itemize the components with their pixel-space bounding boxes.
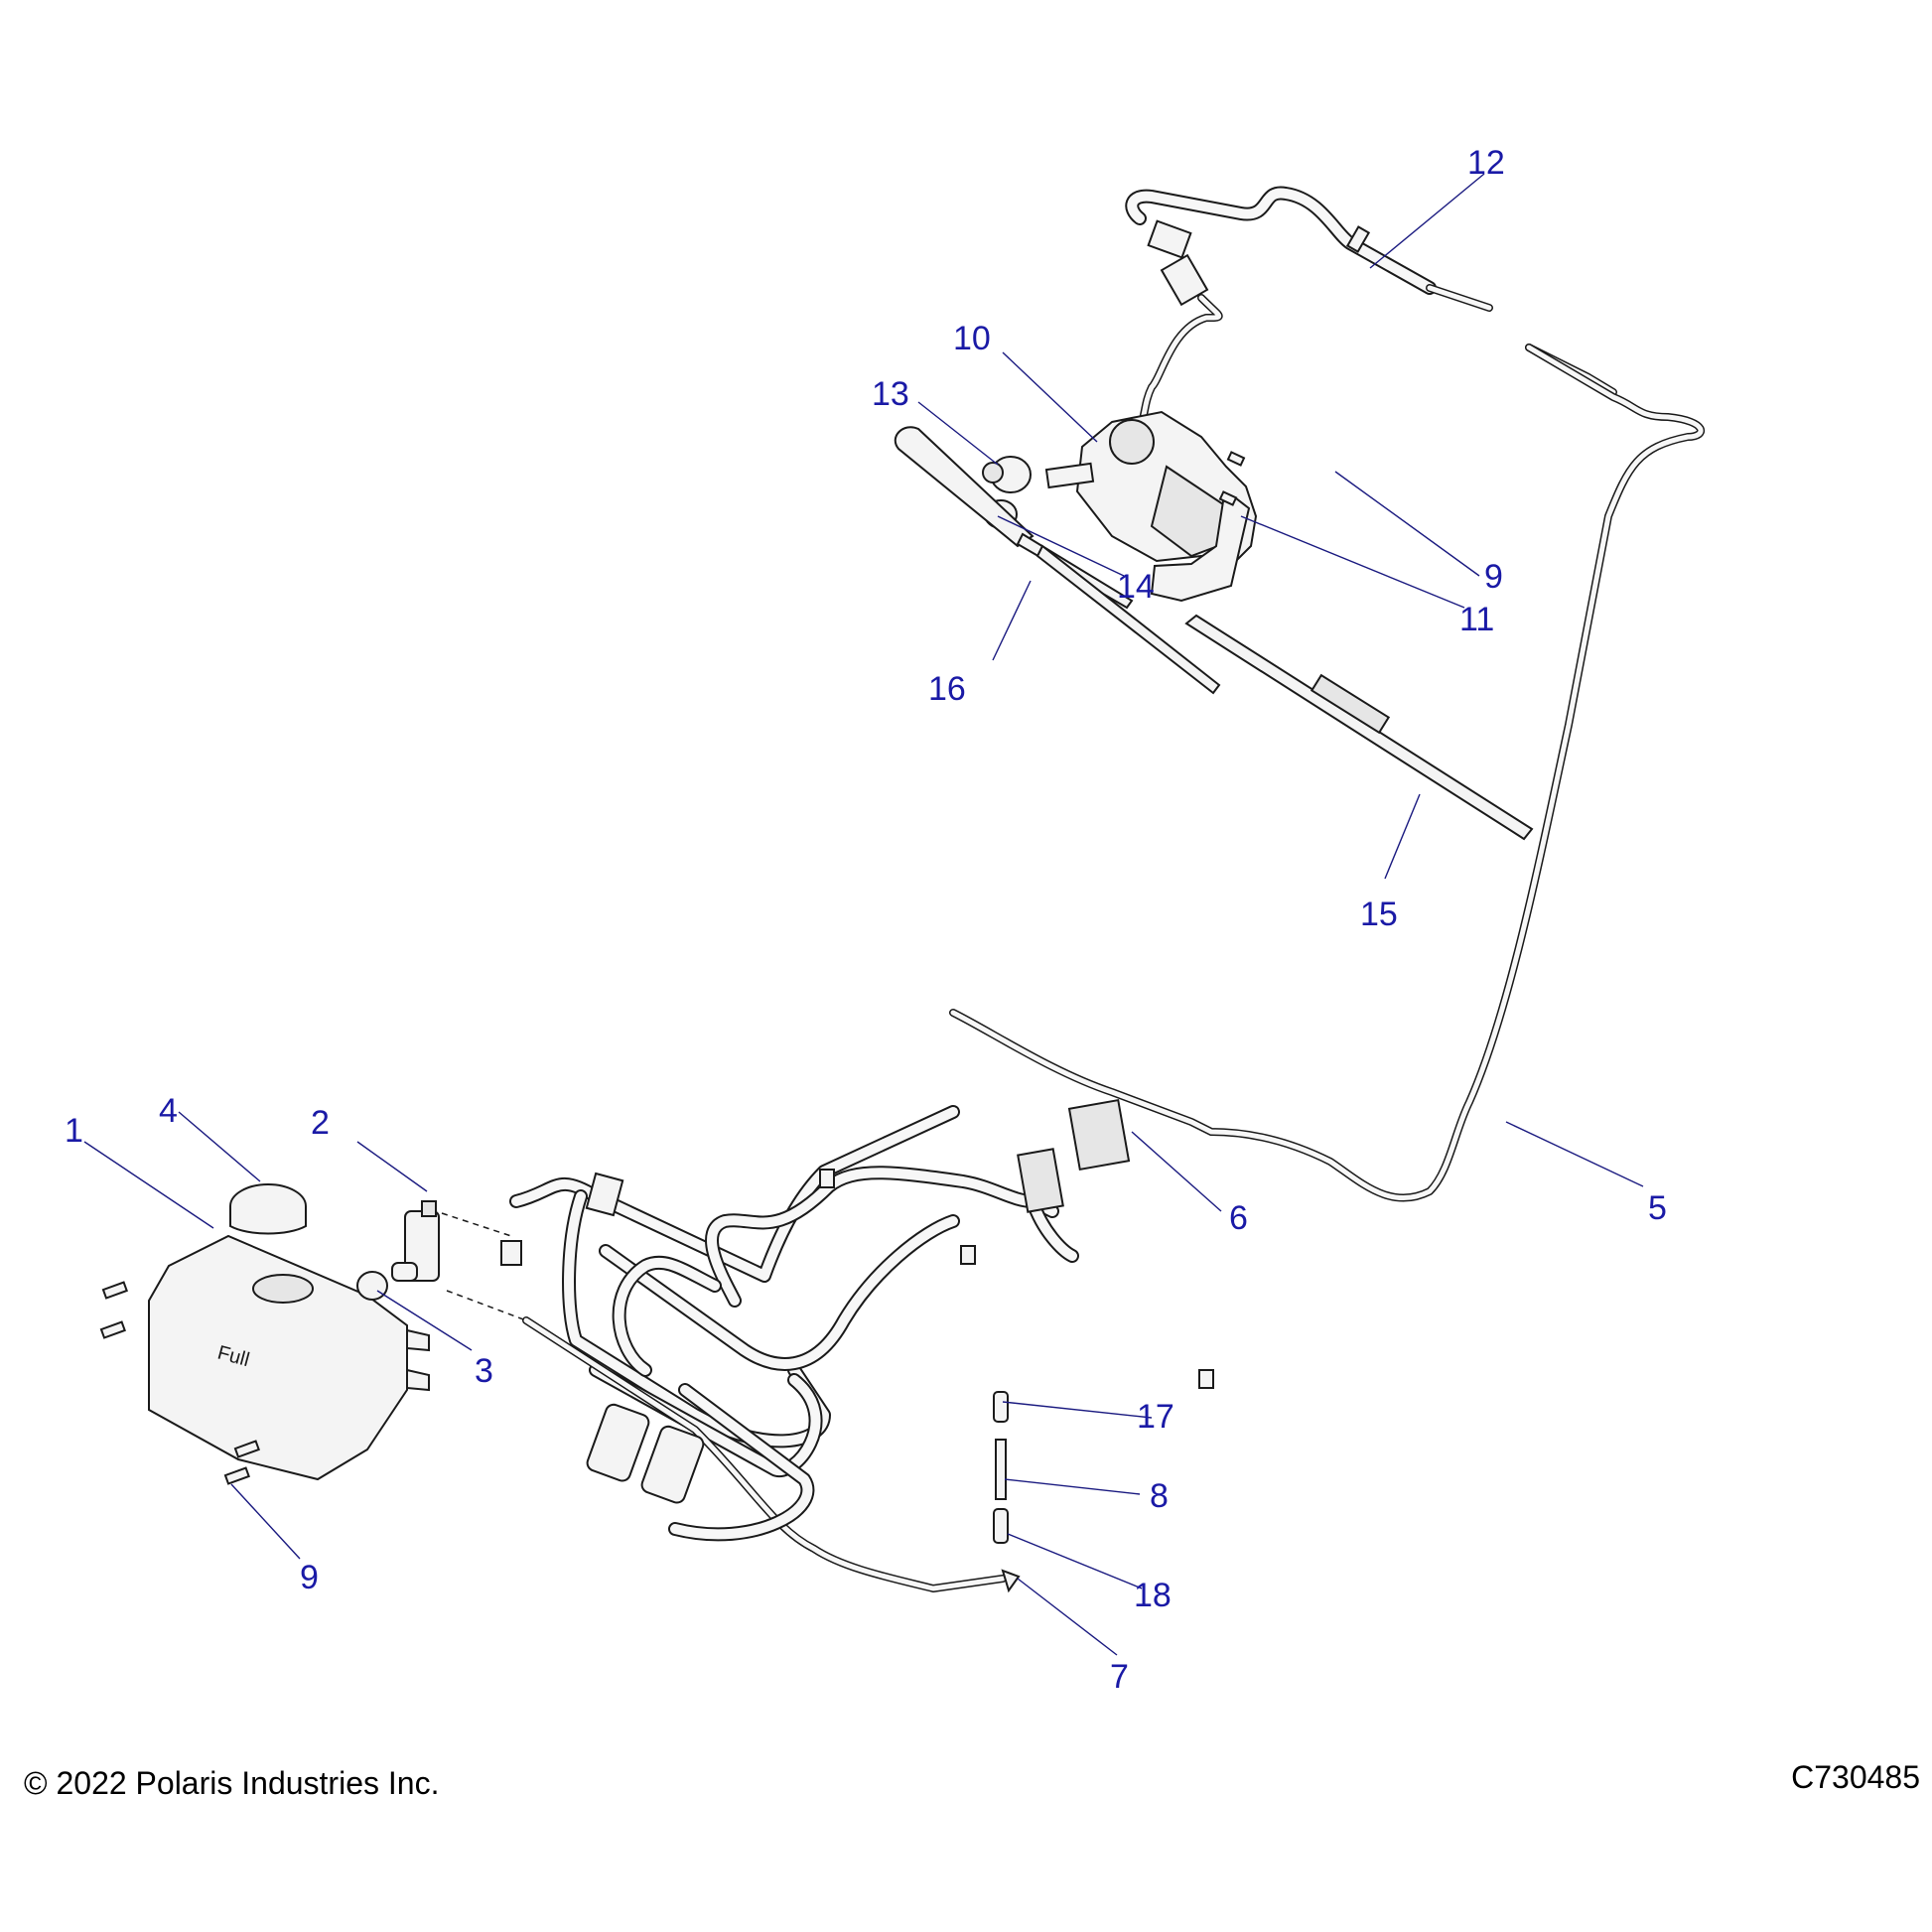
callout-16: 16 xyxy=(928,670,966,708)
callout-14: 14 xyxy=(1117,568,1155,606)
callout-18: 18 xyxy=(1134,1577,1172,1614)
leader-lines xyxy=(83,173,1644,1656)
washer-hose-drawing xyxy=(949,344,1706,1202)
reservoir-cap-drawing xyxy=(229,1183,307,1235)
spindle-nut-drawing xyxy=(982,456,1032,493)
callout-8: 8 xyxy=(1150,1477,1169,1515)
tank-screws-drawing xyxy=(99,1281,260,1485)
callout-9-bracket: 9 xyxy=(1484,558,1503,596)
callout-2: 2 xyxy=(311,1104,330,1142)
callout-15: 15 xyxy=(1360,896,1398,933)
bracket-screws-drawing xyxy=(1218,451,1246,506)
pump-grommet-drawing xyxy=(356,1271,388,1301)
wiper-motor-drawing xyxy=(1044,253,1258,563)
callout-13: 13 xyxy=(872,375,909,413)
callout-10: 10 xyxy=(953,320,991,357)
callout-11: 11 xyxy=(1459,601,1494,638)
callout-17: 17 xyxy=(1137,1398,1174,1436)
callout-3: 3 xyxy=(475,1352,493,1390)
callout-9-tank: 9 xyxy=(300,1559,319,1596)
wiper-harness-drawing xyxy=(1125,186,1617,396)
wiper-blade-drawing xyxy=(1184,614,1534,841)
drawing-number: C730485 xyxy=(1791,1759,1920,1795)
washer-reservoir-drawing: Full xyxy=(148,1234,430,1481)
washer-pump-drawing xyxy=(391,1200,440,1282)
main-harness-drawing xyxy=(500,1098,1214,1592)
callout-1: 1 xyxy=(65,1112,83,1150)
callout-12: 12 xyxy=(1467,144,1505,182)
callout-6: 6 xyxy=(1229,1199,1248,1237)
callout-7: 7 xyxy=(1110,1658,1129,1696)
callout-4: 4 xyxy=(159,1092,178,1130)
copyright-notice: © 2022 Polaris Industries Inc. xyxy=(24,1765,440,1801)
callout-5: 5 xyxy=(1648,1189,1667,1227)
callout-labels: 12 10 13 14 9 11 16 15 5 6 1 4 2 3 9 17 … xyxy=(65,144,1667,1696)
nozzle-parts-drawing xyxy=(993,1391,1021,1593)
